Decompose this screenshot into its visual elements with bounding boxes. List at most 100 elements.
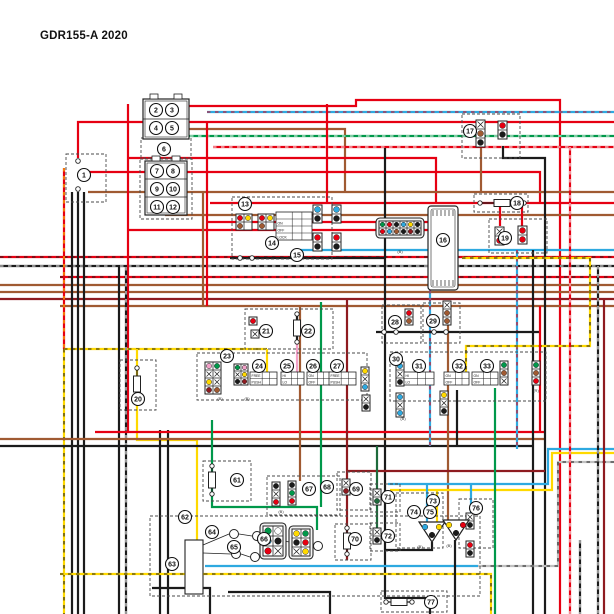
connector-plug-pin-green [533,362,539,368]
component-label-8 [165,163,181,179]
component-number-19: 19 [501,236,509,243]
connector-plug-cell [287,496,297,506]
component-number-29: 29 [429,319,437,326]
component-number-2: 2 [154,108,158,115]
connector-plug-pin-brown [406,318,412,324]
relay-circle [313,541,323,551]
component-label-16 [435,232,451,248]
fuse-terminal [344,551,350,557]
wire-yellow [60,572,493,614]
connector-plug-cell [465,548,475,558]
connector-plug-pin-black [273,483,279,489]
component-dashed-box [266,475,341,516]
wire-joint [237,255,243,261]
component-label-24 [251,358,267,374]
connector-plug-cell [475,137,486,148]
wire-black [501,146,547,614]
component-dashed-box [149,515,481,597]
component-label-11 [149,199,165,215]
switch-table-label: ON [278,221,284,225]
connector-plug-pin-red [519,236,526,243]
component-number-63: 63 [168,562,176,569]
connector-plug-pin-black [374,537,380,543]
connector-plug-cell [312,241,323,252]
connector-plug-cell [360,382,370,392]
component-label-25 [279,358,295,374]
component-number-17: 17 [466,129,474,136]
wire-red [128,156,438,203]
connector-plug-cell-x [214,379,220,385]
multi-pin-connector-pin-blue [400,221,407,228]
connector-plug-cell-x [374,490,380,496]
connector-plug-pin-black [363,404,369,410]
connector-plug-pin-black [314,215,321,222]
component-label-29 [425,313,441,329]
multi-pin-connector-cell [413,227,422,236]
wire-red [76,120,614,158]
component-dashed-box [380,590,448,613]
component-number-18: 18 [513,201,521,208]
component-number-16: 16 [439,238,447,245]
fuse-block-tab [171,155,181,162]
component-label-28 [387,314,403,330]
switch-table-label: OFF [446,381,453,385]
component-number-27: 27 [333,364,341,371]
component-label-19 [497,230,513,246]
connector-code-label: (B) [217,396,223,401]
component-label-64 [204,524,220,540]
connector-plug-pin-blue [397,410,403,416]
diagram-title: GDR155-A 2020 [40,30,128,42]
multi-pin-connector-pin-dkred [407,228,414,235]
component-label-76 [468,500,484,516]
component-dashed-box [202,460,252,502]
component-number-65: 65 [230,545,238,552]
connector-plug-pin-brown [237,223,243,229]
multi-pin-connector-pin-brown [393,228,400,235]
component-dashed-box [65,153,107,203]
wire-stripe-black [60,573,492,614]
wire-joint [393,329,399,335]
fuse-block-tab [149,93,159,100]
connector-plug-pin-red [237,215,243,221]
connector-plug-cell-x [501,378,507,384]
component-number-26: 26 [309,364,317,371]
component-label-22 [300,323,316,339]
component-number-71: 71 [384,495,392,502]
connector-plug-pin-blue [362,384,368,390]
component-label-69 [348,481,364,497]
component-number-28: 28 [391,320,399,327]
component-label-15 [289,247,305,263]
connector-plug-pin-black [499,131,506,138]
component-label-32 [451,358,467,374]
component-number-67: 67 [305,487,313,494]
component-number-24: 24 [255,364,263,371]
fuse-terminal [294,311,300,317]
wire-joint [249,255,255,261]
switch-table-label: OFF [309,381,316,385]
connector-plug-pin-black [477,139,484,146]
relay-circle [250,552,260,562]
connector-plug-pin-black [397,379,403,385]
connector-plug-cell [331,213,342,224]
connector-plug-cell-x [252,331,258,337]
component-label-9 [149,181,165,197]
switch-table-label: HI [283,374,286,378]
wire-green [210,420,319,530]
component-dashed-box [488,218,548,254]
connector-plug-pin-red [406,310,412,316]
connector-plug-pin-pink [241,364,248,371]
connector-plug-cell-x [374,529,380,535]
component-label-23 [219,348,235,364]
connector-plug-pin-red [467,542,473,548]
component-number-15: 15 [293,253,301,260]
component-number-8: 8 [171,169,175,176]
wire-blue [388,447,614,486]
triangle-pin-yellow [445,521,453,529]
connector-plug-cell [499,376,509,386]
triangle-pin-blue [421,523,429,531]
component-number-1: 1 [82,173,86,180]
fuse-terminal [209,491,215,497]
connector-plug-cell-x [397,402,403,408]
multi-pin-connector-pin-yellow [293,530,300,537]
connector-plug-cell-x [343,480,349,486]
